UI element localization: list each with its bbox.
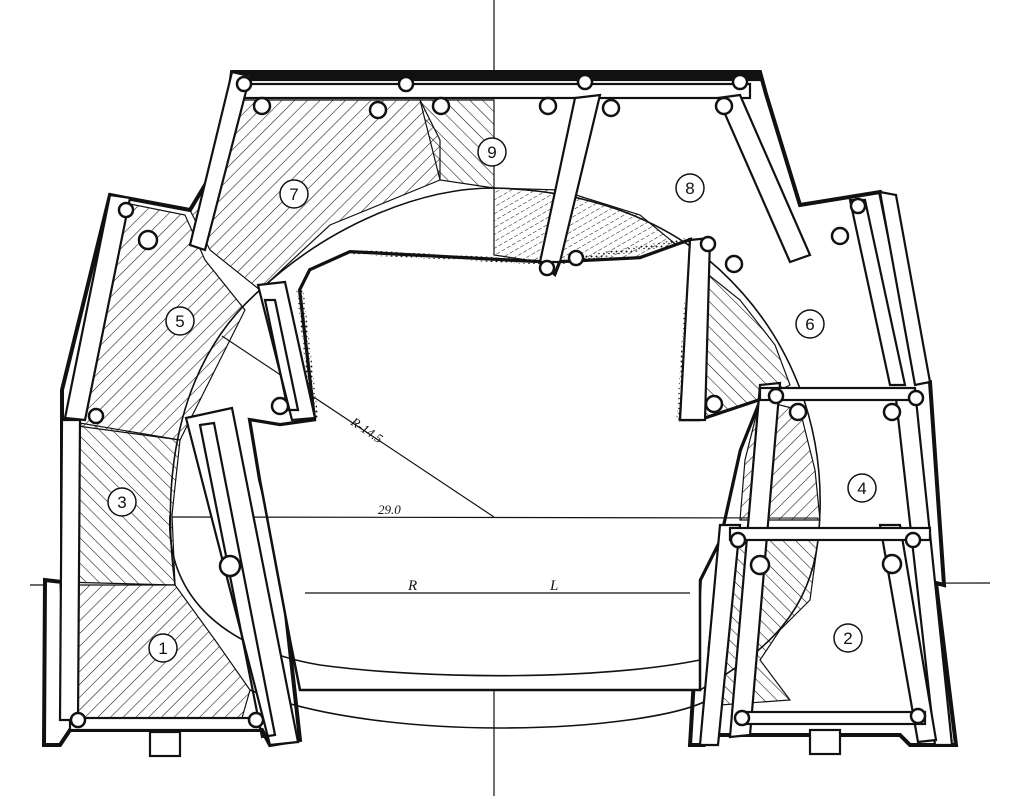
section-markers: 1 2 3 4 5 6 7 8	[107, 137, 877, 663]
section-label-7: 7	[289, 185, 298, 204]
bolt	[538, 259, 556, 277]
right-side-label: R	[407, 578, 417, 594]
section-marker-9: 9	[477, 137, 507, 167]
frame-members	[58, 70, 954, 758]
bolts	[69, 73, 927, 729]
bolt	[907, 389, 925, 407]
bolt	[881, 553, 903, 575]
section-marker-3: 3	[107, 487, 137, 517]
bolt	[909, 707, 927, 725]
bolt	[749, 554, 771, 576]
section-marker-2: 2	[833, 623, 863, 653]
bolt	[882, 402, 902, 422]
bolt	[849, 197, 867, 215]
section-label-1: 1	[158, 639, 167, 658]
section-label-9: 9	[487, 143, 496, 162]
bolt	[731, 73, 749, 91]
section-label-4: 4	[857, 479, 866, 498]
bolt	[270, 396, 290, 416]
bolt	[218, 554, 242, 578]
bolt	[137, 229, 159, 251]
bolt	[788, 402, 808, 422]
section-label-5: 5	[175, 312, 184, 331]
bolt	[699, 235, 717, 253]
bolt	[601, 98, 621, 118]
dimension-lines	[171, 335, 819, 594]
bolt	[704, 394, 724, 414]
bolt	[724, 254, 744, 274]
bolt	[714, 96, 734, 116]
section-marker-8: 8	[675, 173, 705, 203]
section-label-6: 6	[805, 315, 814, 334]
ellipse-outline	[169, 187, 821, 729]
bolt	[368, 100, 388, 120]
bolt	[397, 75, 415, 93]
bolt	[567, 249, 585, 267]
section-marker-5: 5	[165, 306, 195, 336]
section-label-3: 3	[117, 493, 126, 512]
bolt	[767, 387, 785, 405]
inner-compartment	[248, 237, 763, 692]
bolt	[576, 73, 594, 91]
section-label-2: 2	[843, 629, 852, 648]
bolt	[729, 531, 747, 549]
bolt	[431, 96, 451, 116]
section-marker-4: 4	[847, 473, 877, 503]
section-marker-6: 6	[795, 309, 825, 339]
bolt	[830, 226, 850, 246]
left-side-label: L	[549, 578, 558, 594]
bolt	[904, 531, 922, 549]
section-marker-1: 1	[148, 633, 178, 663]
section-label-8: 8	[685, 179, 694, 198]
section-marker-7: 7	[279, 179, 309, 209]
bolt	[87, 407, 105, 425]
bolt	[252, 96, 272, 116]
bolt	[733, 709, 751, 727]
bolt	[69, 711, 87, 729]
bolt	[117, 201, 135, 219]
bolt	[235, 75, 253, 93]
bolt	[247, 711, 265, 729]
bolt	[538, 96, 558, 116]
width-dimension-label: 29.0	[378, 502, 401, 517]
